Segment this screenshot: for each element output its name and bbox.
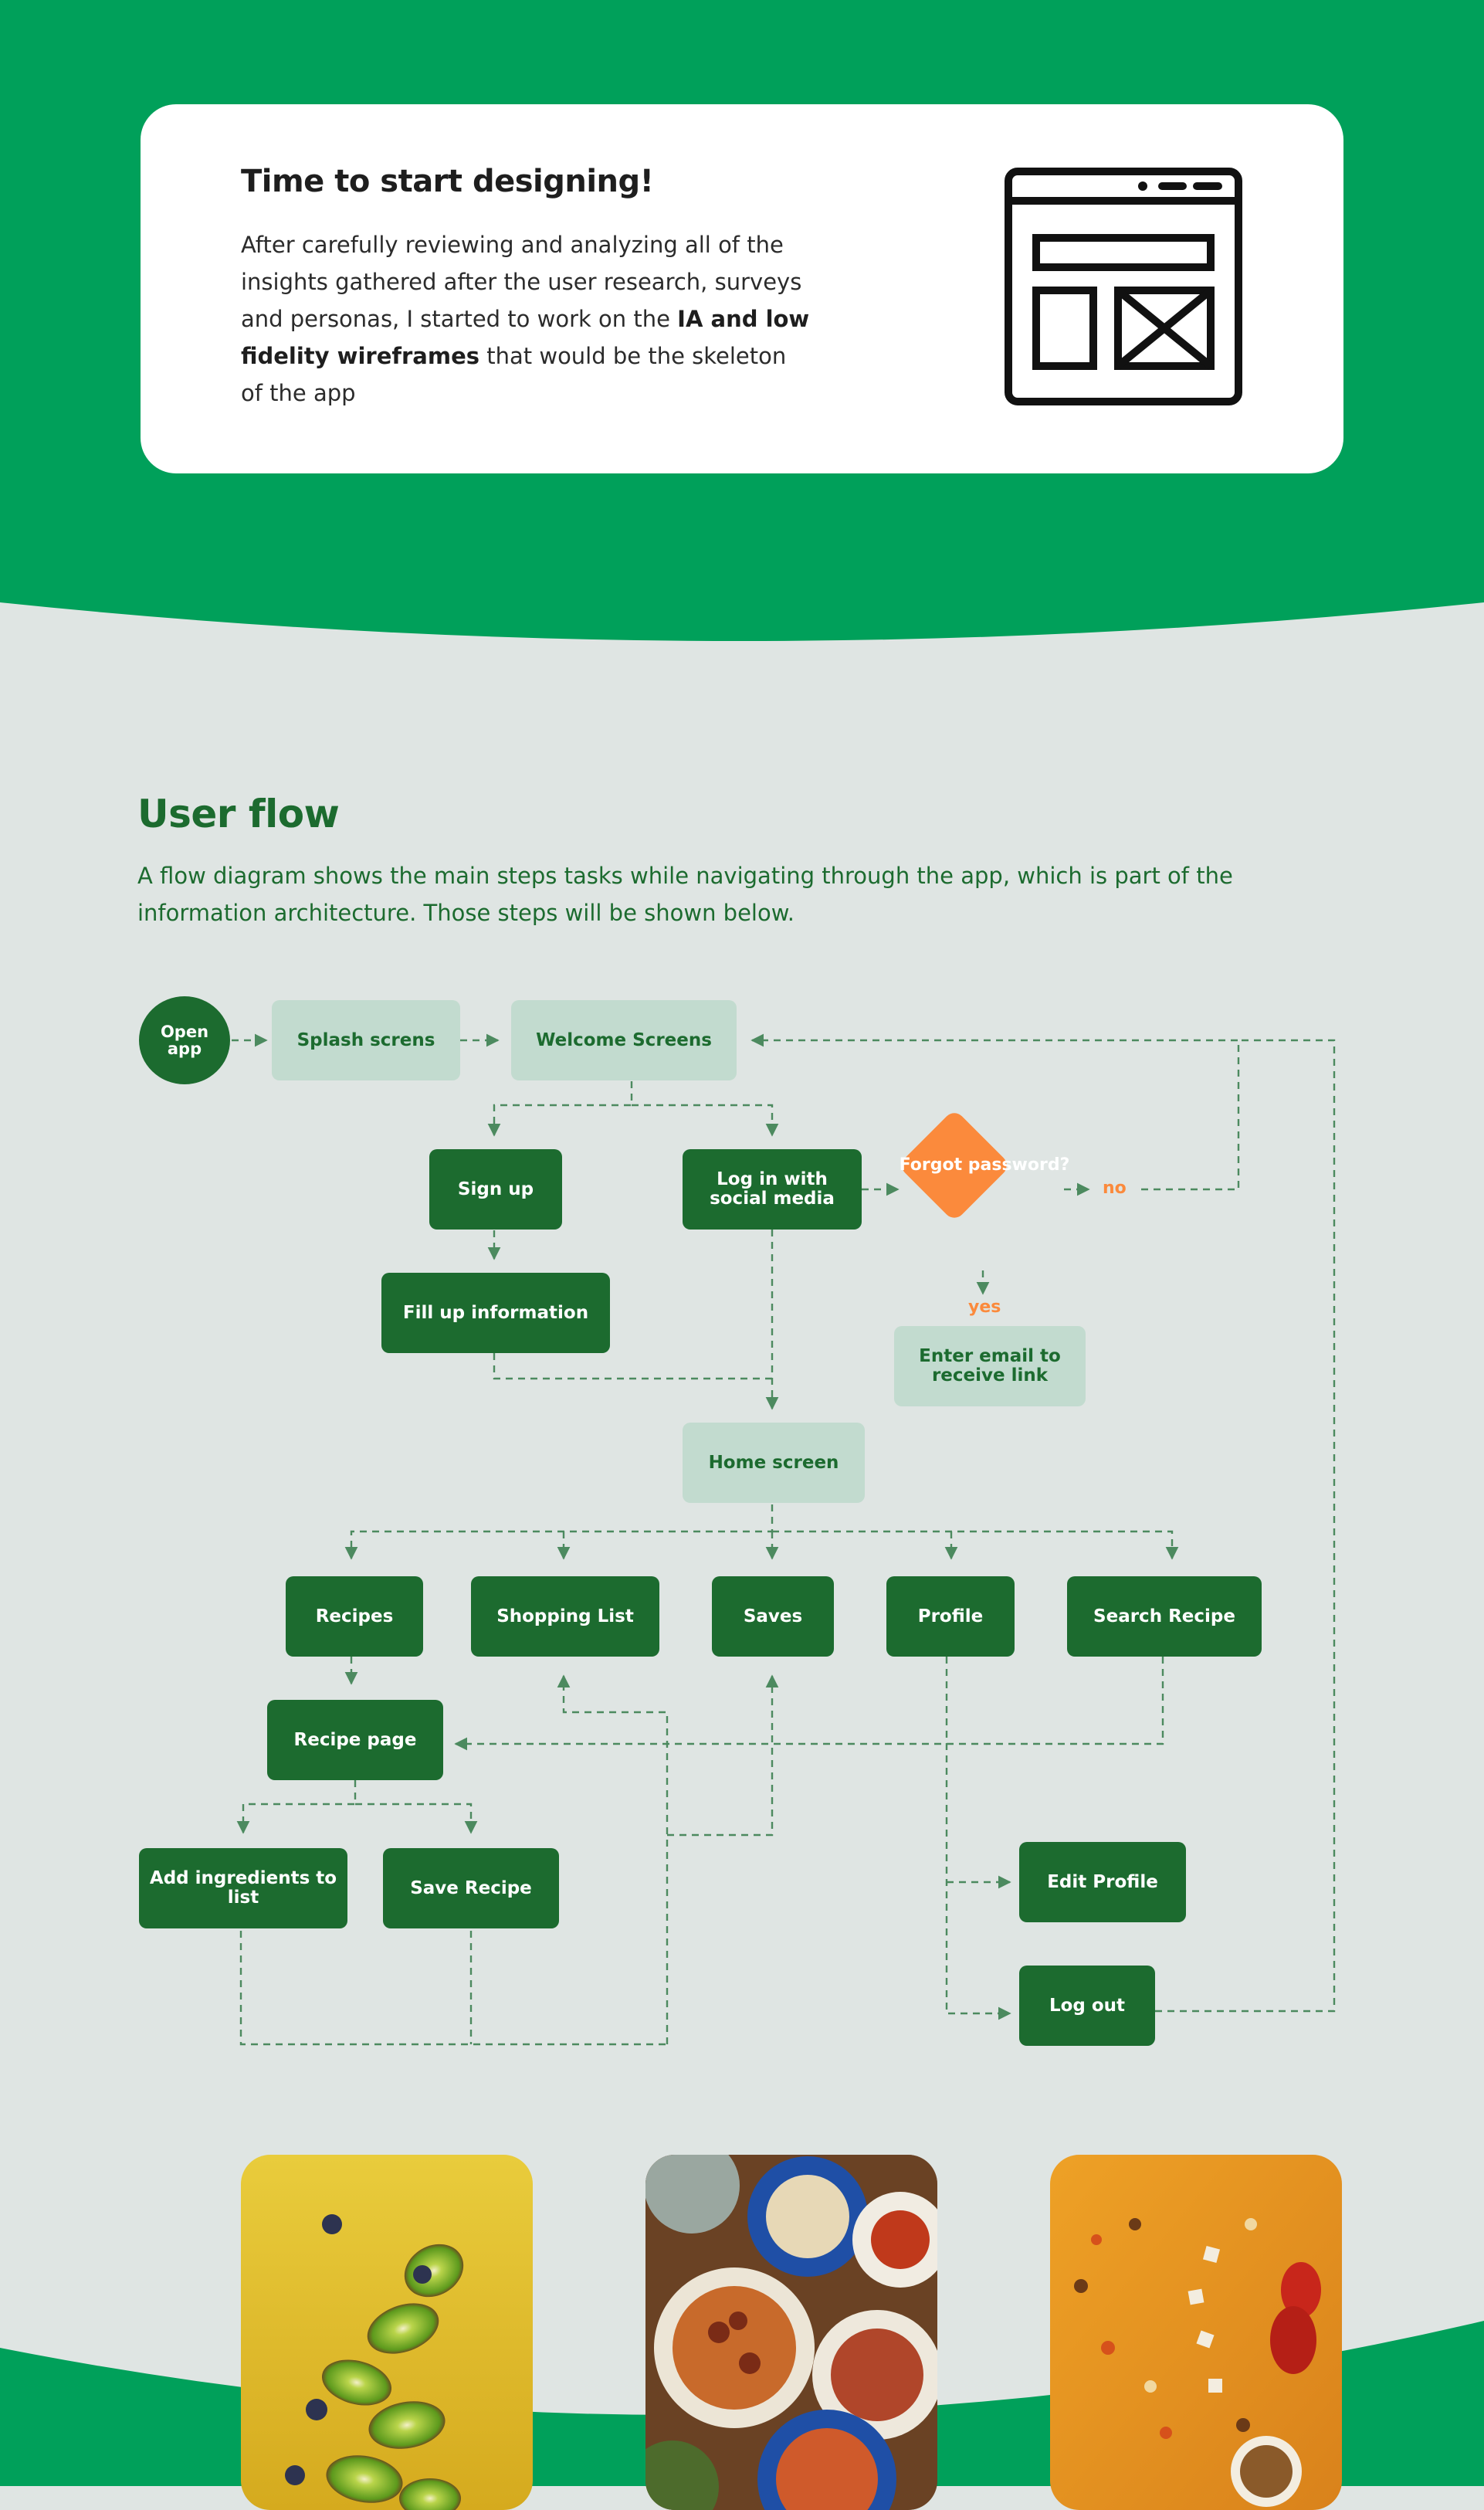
intro-text-part1: After carefully reviewing and analyzing … <box>241 232 802 332</box>
node-recipes: Recipes <box>286 1576 423 1657</box>
node-social-login: Log in with social media <box>683 1149 862 1230</box>
node-log-out: Log out <box>1019 1966 1155 2046</box>
yes-label: yes <box>968 1297 1001 1317</box>
floating-spices-photo <box>1050 2155 1342 2510</box>
node-splash-screens: Splash screns <box>272 1000 460 1080</box>
flow-connectors <box>232 1033 1336 2046</box>
intro-text-bold: IA and low fidelity wireframes <box>241 306 810 369</box>
no-label: no <box>1103 1179 1127 1198</box>
node-recipe-page: Recipe page <box>267 1700 443 1780</box>
intro-title: Time to start designing! <box>241 164 654 199</box>
node-welcome-screens: Welcome Screens <box>511 1000 737 1080</box>
node-shopping-list: Shopping List <box>471 1576 659 1657</box>
node-add-ingredients: Add ingredients to list <box>139 1848 347 1928</box>
node-search-recipe: Search Recipe <box>1067 1576 1262 1657</box>
node-open-app: Open app <box>139 996 230 1084</box>
pasta-dishes-photo <box>645 2155 937 2510</box>
forgot-password-label: Forgot password? <box>899 1155 1070 1175</box>
node-home-screen: Home screen <box>683 1423 865 1503</box>
intro-text: After carefully reviewing and analyzing … <box>241 226 812 412</box>
node-save-recipe: Save Recipe <box>383 1848 559 1928</box>
browser-wireframe-icon <box>1005 168 1242 405</box>
user-flow-description: A flow diagram shows the main steps task… <box>137 863 1233 926</box>
user-flow-title: User flow <box>137 792 340 836</box>
intro-text-part2: that would be the skeleton of the app <box>241 343 787 406</box>
node-fill-information: Fill up information <box>381 1273 610 1353</box>
node-sign-up: Sign up <box>429 1149 562 1230</box>
kiwi-slices-photo <box>241 2155 533 2510</box>
node-saves: Saves <box>712 1576 834 1657</box>
node-enter-email: Enter email to receive link <box>894 1326 1086 1406</box>
node-edit-profile: Edit Profile <box>1019 1842 1186 1922</box>
node-profile: Profile <box>886 1576 1015 1657</box>
